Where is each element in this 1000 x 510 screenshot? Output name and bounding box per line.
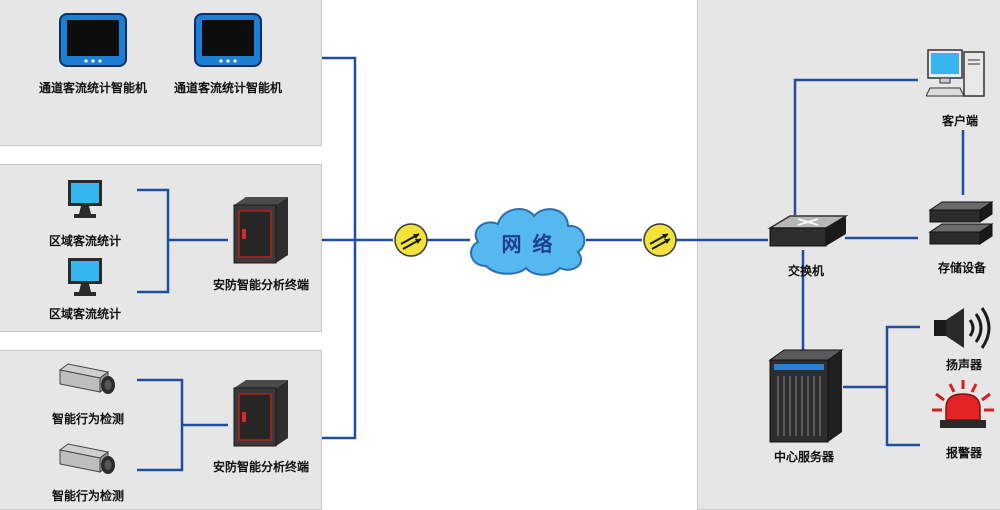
- server-cabinet-icon: [233, 380, 288, 447]
- device-label: 区域客流统计: [48, 234, 121, 248]
- device-label: 通道客流统计智能机: [173, 81, 282, 95]
- network-label: 网 络: [501, 232, 555, 256]
- switch-label: 交换机: [787, 264, 824, 278]
- storage-icon: [928, 201, 994, 245]
- monitor-icon: [68, 258, 102, 296]
- speaker-icon: [934, 307, 991, 349]
- alarm-light-icon: [932, 380, 994, 428]
- switch-icon: [767, 215, 848, 247]
- router-icon: [643, 223, 677, 257]
- monitor-icon: [68, 180, 102, 218]
- storage-label: 存储设备: [937, 261, 986, 275]
- device-label: 智能行为检测: [51, 489, 124, 503]
- cloud-icon: [470, 208, 586, 276]
- device-label: 通道客流统计智能机: [38, 81, 147, 95]
- alarm-label: 报警器: [945, 446, 982, 460]
- device-label: 区域客流统计: [48, 307, 121, 321]
- device-label: 智能行为检测: [51, 412, 124, 426]
- panel-channel-counters: [0, 0, 322, 146]
- tablet-icon: [194, 13, 262, 67]
- server-label: 中心服务器: [773, 450, 834, 464]
- speaker-label: 扬声器: [945, 358, 982, 372]
- desktop-computer-icon: [926, 49, 985, 97]
- terminal-label: 安防智能分析终端: [212, 278, 309, 292]
- client-label: 客户端: [941, 114, 978, 128]
- camera-icon: [58, 363, 115, 394]
- camera-icon: [58, 443, 115, 474]
- rack-server-icon: [768, 349, 844, 443]
- router-icon: [394, 223, 428, 257]
- tablet-icon: [59, 13, 127, 67]
- terminal-label: 安防智能分析终端: [212, 460, 309, 474]
- server-cabinet-icon: [233, 197, 288, 264]
